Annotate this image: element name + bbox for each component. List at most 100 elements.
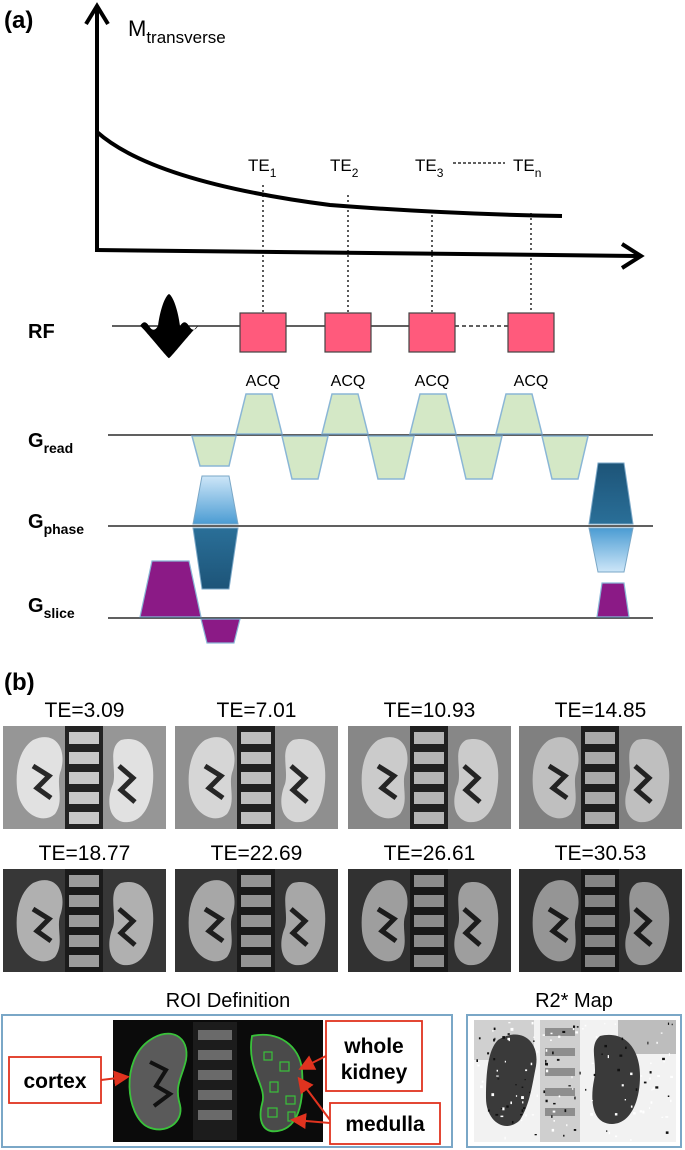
read-lobe: [235, 393, 283, 435]
callout-whole-kidney: whole: [343, 1035, 404, 1058]
r2star-speckle: [502, 1036, 505, 1039]
r2star-speckle: [553, 1102, 556, 1105]
read-lobe: [455, 435, 503, 480]
r2star-speckle: [500, 1115, 504, 1118]
r2star-speckle: [635, 1088, 638, 1091]
r2star-speckle: [568, 1085, 571, 1087]
r2star-speckle: [529, 1091, 531, 1094]
read-lobe: [321, 393, 369, 435]
te-label: TE3: [415, 156, 444, 180]
r2star-speckle: [604, 1022, 606, 1025]
echo-dotted-lines: [262, 185, 532, 313]
r2star-speckle: [624, 1099, 626, 1101]
te-image-label: TE=18.77: [39, 842, 131, 865]
r2star-speckle: [595, 1036, 598, 1038]
r2star-speckle: [643, 1081, 647, 1084]
r2star-speckle: [655, 1086, 659, 1089]
r2star-speckle: [520, 1114, 523, 1116]
r2star-speckle: [493, 1038, 495, 1042]
te-image: [348, 869, 511, 972]
read-lobe: [281, 435, 329, 480]
slice-select: [139, 560, 202, 618]
r2star-speckle: [584, 1024, 587, 1027]
r2star-speckle: [665, 1131, 669, 1134]
callout-cortex: cortex: [23, 1070, 86, 1093]
r2star-speckle: [481, 1080, 484, 1083]
g-read-label: Gread: [28, 430, 73, 456]
r2star-speckle: [574, 1096, 576, 1100]
callout-medulla-box: [329, 1102, 441, 1145]
r2star-speckle: [500, 1108, 504, 1110]
r2star-speckle: [608, 1131, 611, 1135]
r2star-speckle: [617, 1068, 620, 1072]
g-slice-label: Gslice: [28, 595, 75, 621]
r2star-speckle: [670, 1075, 673, 1078]
r2star-speckle: [573, 1025, 576, 1028]
te-image: [348, 726, 511, 829]
r2star-speckle: [660, 1032, 663, 1034]
callout-whole-kidney-box: [325, 1020, 423, 1092]
r2star-speckle: [640, 1075, 643, 1077]
r2star-speckle: [651, 1089, 653, 1091]
read-lobe: [541, 435, 589, 480]
r2star-speckle: [476, 1059, 478, 1062]
rf-label: RF: [28, 321, 55, 343]
acq-box: [239, 312, 287, 353]
r2star-speckle: [530, 1062, 533, 1066]
r2star-speckle: [521, 1120, 523, 1122]
callout-medulla: medulla: [345, 1113, 425, 1136]
te-image: [519, 869, 682, 972]
r2star-speckle: [590, 1113, 594, 1116]
r2star-speckle: [552, 1051, 554, 1055]
acq-label: ACQ: [246, 373, 281, 390]
r2star-speckle: [606, 1130, 608, 1132]
r2star-speckle: [521, 1096, 524, 1099]
r2star-image: [474, 1020, 676, 1142]
r2star-frame: [466, 1014, 682, 1148]
r2star-speckle: [477, 1064, 480, 1067]
r2star-speckle: [593, 1073, 596, 1076]
acq-label: ACQ: [415, 373, 450, 390]
r2star-speckle: [504, 1060, 506, 1063]
r2star-speckle: [642, 1110, 645, 1114]
r2star-speckle: [566, 1124, 568, 1127]
r2star-speckle: [630, 1139, 632, 1141]
r2star-speckle: [667, 1022, 670, 1025]
r2star-speckle: [572, 1088, 574, 1090]
acq-box: [324, 312, 372, 353]
r2star-speckle: [545, 1099, 548, 1103]
panel-a-label: (a): [4, 7, 33, 34]
r2star-speckle: [665, 1116, 669, 1118]
r2star-speckle: [650, 1062, 652, 1065]
roi-title: ROI Definition: [166, 990, 291, 1012]
r2star-speckle: [495, 1113, 499, 1116]
r2star-speckle: [668, 1053, 670, 1056]
r2star-speckle: [558, 1095, 561, 1098]
r2star-speckle: [533, 1040, 535, 1042]
r2star-speckle: [492, 1030, 494, 1032]
r2star-speckle: [663, 1060, 666, 1063]
slice-spoiler: [596, 582, 630, 618]
slice-rephaser: [200, 618, 241, 644]
r2star-speckle: [671, 1023, 673, 1026]
panel-b-label: (b): [4, 669, 35, 696]
te-label: TEn: [513, 156, 541, 180]
acq-box: [408, 312, 456, 353]
r2star-speckle: [604, 1044, 607, 1048]
phase-prephaser: [192, 475, 239, 590]
r2star-speckle: [607, 1055, 609, 1059]
read-lobe: [495, 393, 543, 435]
acq-boxes: [239, 312, 555, 353]
te-image: [175, 726, 338, 829]
r2star-speckle: [563, 1134, 565, 1137]
r2star-speckle: [650, 1101, 653, 1104]
r2star-speckle: [496, 1075, 499, 1077]
read-prephaser: [191, 435, 237, 467]
r2star-speckle: [585, 1088, 587, 1091]
r2star-speckle: [521, 1086, 524, 1088]
r2star-speckle: [531, 1114, 535, 1116]
acq-box: [507, 312, 555, 353]
te-image: [3, 726, 166, 829]
te-image-label: TE=26.61: [384, 842, 476, 865]
